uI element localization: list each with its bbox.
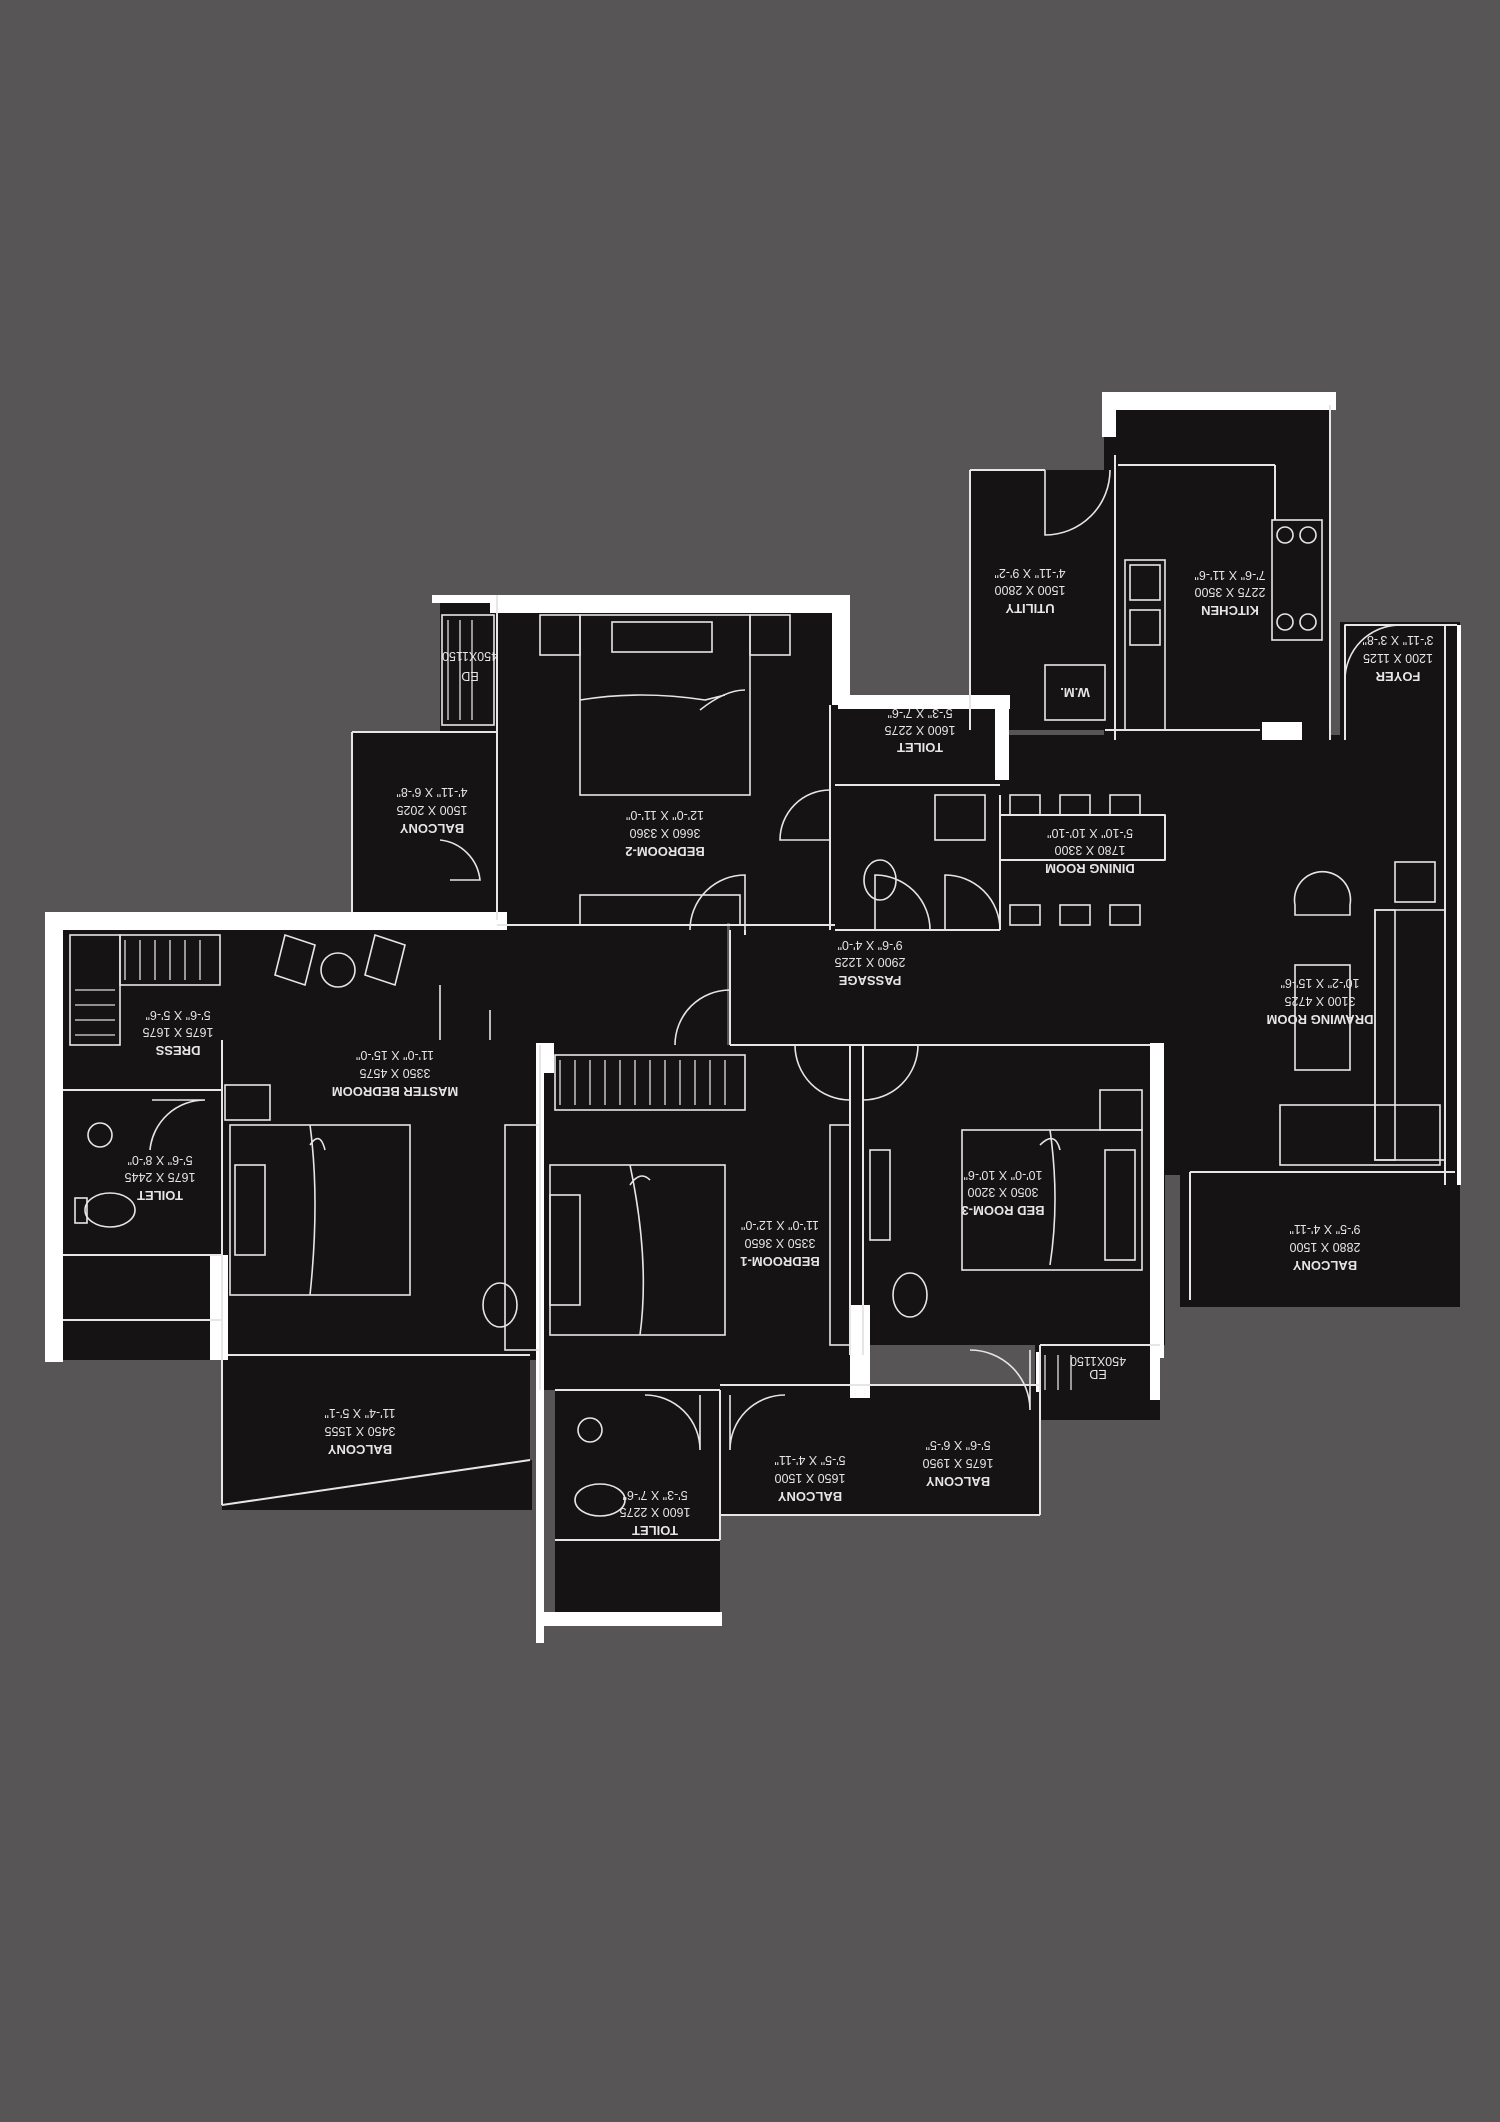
wm-label: W.M. — [1060, 685, 1090, 700]
room-dim-ft: 5'-5" X 4'-11" — [774, 1453, 845, 1467]
room-labels: UTILITY 1500 X 2800 4'-11" X 9'-2" KITCH… — [125, 566, 1434, 1538]
room-name: BEDROOM-2 — [625, 844, 704, 859]
room-dim-ft: 10'-0" X 10'-6" — [964, 1168, 1043, 1182]
room-name: TOILET — [632, 1523, 678, 1538]
room-label-passage: PASSAGE 2900 X 1225 9'-6" X 4'-0" — [835, 938, 906, 988]
room-name: UTILITY — [1005, 601, 1054, 616]
room-dim-mm: 1675 X 1675 — [143, 1025, 214, 1039]
room-name: PASSAGE — [838, 973, 901, 988]
room-label-bedroom-2: BEDROOM-2 3660 X 3360 12'-0" X 11'-0" — [625, 808, 704, 859]
room-dim-mm: 1600 X 2275 — [885, 723, 956, 737]
room-label-dining: DINING ROOM 1780 X 3300 5'-10" X 10'-10" — [1045, 826, 1135, 876]
room-dim-mm: 1600 X 2275 — [620, 1505, 691, 1519]
room-dim-ft: 5'-3" X 7'-6" — [623, 1488, 688, 1502]
room-dim-mm: 2275 X 3500 — [1195, 585, 1266, 599]
room-dim-mm: 1200 X 1125 — [1363, 651, 1433, 665]
room-label-toilet-c: TOILET 1600 X 2275 5'-3" X 7'-6" — [620, 1488, 691, 1538]
room-dim-ft: 5'-6" X 8'-0" — [128, 1153, 193, 1167]
room-dim-mm: 1675 X 2445 — [125, 1170, 196, 1184]
interior-walls — [63, 405, 1457, 1541]
room-name: DINING ROOM — [1045, 861, 1135, 876]
room-dim-mm: 3050 X 3200 — [968, 1185, 1039, 1199]
room-dim-ft: 4'-11" X 9'-2" — [994, 566, 1065, 580]
room-label-bedroom-1: BEDROOM-1 3350 X 3650 11'-0" X 12'-0" — [740, 1218, 819, 1269]
room-name: BEDROOM-1 — [740, 1254, 819, 1269]
ed-label: ED — [461, 669, 478, 683]
room-name: BALCONY — [1293, 1258, 1358, 1273]
ed-label-b: ED 450X1150 — [1070, 1354, 1126, 1381]
room-name: KITCHEN — [1201, 603, 1259, 618]
room-label-foyer: FOYER 1200 X 1125 3'-11" X 3'-8" — [1362, 633, 1433, 684]
room-dim-mm: 3350 X 4575 — [360, 1066, 431, 1080]
room-label-toilet-a: TOILET 1600 X 2275 5'-3" X 7'-6" — [885, 706, 956, 755]
room-label-drawing: DRAWING ROOM 3100 X 4725 10'-2" X 15'-6" — [1267, 976, 1374, 1027]
room-dim-mm: 1500 X 2800 — [995, 583, 1066, 597]
room-label-dress: DRESS 1675 X 1675 5'-6" X 5'-6" — [143, 1008, 214, 1058]
room-label-balcony-a: BALCONY 1500 X 2025 4'-11" X 6'-8" — [396, 785, 467, 836]
room-name: DRESS — [155, 1043, 200, 1058]
room-dim-mm: 2880 X 1500 — [1290, 1240, 1361, 1254]
room-dim-mm: 1780 X 3300 — [1055, 843, 1126, 857]
room-dim-mm: 3100 X 4725 — [1285, 994, 1356, 1008]
ed-label: ED — [1089, 1367, 1106, 1381]
balcony-railings — [75, 620, 1072, 1390]
room-label-bedroom-3: BED ROOM-3 3050 X 3200 10'-0" X 10'-6" — [961, 1168, 1044, 1218]
room-label-toilet-b: TOILET 1675 X 2445 5'-6" X 8'-0" — [125, 1153, 196, 1203]
room-dim-ft: 7'-6" X 11'-6" — [1194, 568, 1265, 582]
room-name: BALCONY — [328, 1442, 393, 1457]
room-dim-mm: 3660 X 3360 — [630, 826, 701, 840]
room-dim-ft: 9'-5" X 4'-11" — [1289, 1222, 1360, 1236]
room-dim-mm: 1675 X 1950 — [923, 1456, 994, 1470]
room-dim-mm: 3350 X 3650 — [745, 1236, 816, 1250]
room-dim-ft: 4'-11" X 6'-8" — [396, 785, 467, 799]
washing-machine-label: W.M. — [1060, 685, 1090, 700]
room-dim-ft: 5'-10" X 10'-10" — [1047, 826, 1133, 840]
room-dim-mm: 2900 X 1225 — [835, 955, 906, 969]
room-dim-ft: 5'-6" X 5'-6" — [146, 1008, 211, 1022]
room-name: MASTER BEDROOM — [332, 1084, 458, 1099]
ed-size: 450X1150 — [442, 649, 498, 663]
room-dim-ft: 3'-11" X 3'-8" — [1362, 633, 1433, 647]
room-label-kitchen: KITCHEN 2275 X 3500 7'-6" X 11'-6" — [1194, 568, 1265, 618]
ed-size: 450X1150 — [1070, 1354, 1126, 1368]
room-dim-ft: 5'-3" X 7'-6" — [888, 706, 953, 720]
room-name: TOILET — [897, 740, 943, 755]
room-dim-ft: 10'-2" X 15'-6" — [1281, 976, 1360, 990]
ed-label-a: ED 450X1150 — [442, 649, 498, 683]
room-name: BALCONY — [778, 1489, 843, 1504]
door-swings — [149, 469, 1401, 1451]
room-name: DRAWING ROOM — [1267, 1012, 1374, 1027]
room-name: BED ROOM-3 — [961, 1203, 1044, 1218]
room-name: BALCONY — [926, 1474, 991, 1489]
room-label-balcony-b: BALCONY 2880 X 1500 9'-5" X 4'-11" — [1289, 1222, 1360, 1273]
room-label-balcony-c: BALCONY 3450 X 1555 11'-4" X 5'-1" — [324, 1406, 395, 1457]
room-name: TOILET — [137, 1188, 183, 1203]
room-name: FOYER — [1375, 669, 1420, 684]
room-label-balcony-d: BALCONY 1650 X 1500 5'-5" X 4'-11" — [774, 1453, 845, 1504]
room-dim-mm: 3450 X 1555 — [325, 1424, 396, 1438]
room-dim-ft: 11'-4" X 5'-1" — [324, 1406, 395, 1420]
room-dim-mm: 1500 X 2025 — [397, 803, 468, 817]
room-dim-ft: 5'-6" X 6'-5" — [926, 1438, 991, 1452]
room-dim-ft: 11'-0" X 12'-0" — [741, 1218, 819, 1232]
room-label-master: MASTER BEDROOM 3350 X 4575 11'-0" X 15'-… — [332, 1048, 458, 1099]
room-label-utility: UTILITY 1500 X 2800 4'-11" X 9'-2" — [994, 566, 1065, 616]
room-dim-mm: 1650 X 1500 — [775, 1471, 846, 1485]
room-label-balcony-e: BALCONY 1675 X 1950 5'-6" X 6'-5" — [923, 1438, 994, 1489]
room-dim-ft: 12'-0" X 11'-0" — [626, 808, 704, 822]
room-dim-ft: 9'-6" X 4'-0" — [838, 938, 903, 952]
room-name: BALCONY — [400, 821, 465, 836]
furniture — [69, 519, 1446, 1517]
room-dim-ft: 11'-0" X 15'-0" — [356, 1048, 434, 1062]
